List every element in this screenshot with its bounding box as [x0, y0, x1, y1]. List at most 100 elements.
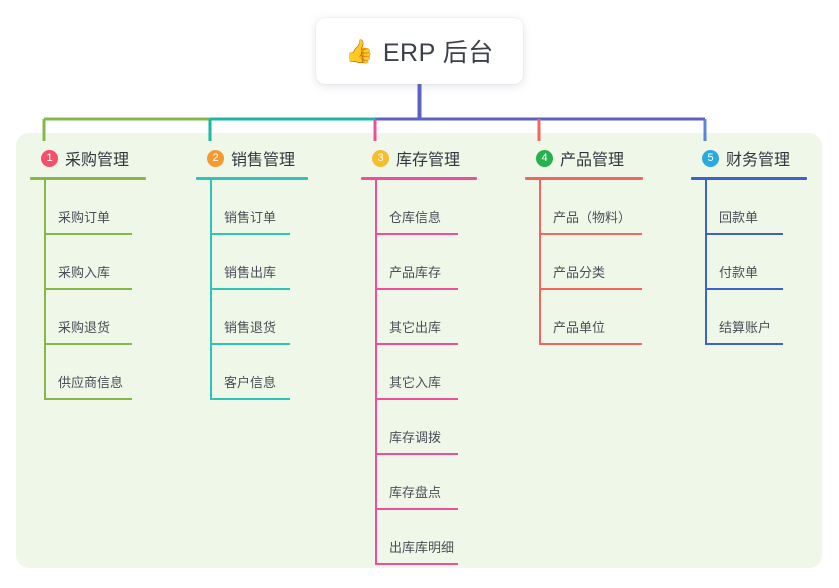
leaf-item[interactable]: 出库库明细	[361, 510, 477, 565]
leaf-item[interactable]: 产品分类	[525, 235, 643, 290]
leaf-item-underline	[44, 233, 132, 235]
leaf-item-label: 产品（物料）	[553, 210, 632, 225]
branch-title-2: 销售管理	[231, 152, 296, 169]
branch-rule-4	[525, 177, 643, 180]
branch-badge-4: 4	[536, 149, 553, 167]
branch-items-1: 采购订单采购入库采购退货供应商信息	[30, 180, 146, 400]
leaf-item[interactable]: 库存盘点	[361, 455, 477, 510]
branch-spine-1	[44, 180, 46, 400]
leaf-item[interactable]: 采购入库	[30, 235, 146, 290]
leaf-item-underline	[44, 288, 132, 290]
leaf-item-underline	[375, 508, 458, 510]
root-node-erp-backend[interactable]: 👍 ERP 后台	[316, 18, 523, 84]
branch-title-5: 财务管理	[726, 152, 791, 169]
leaf-item-underline	[539, 233, 642, 235]
leaf-item[interactable]: 销售出库	[196, 235, 308, 290]
leaf-item-label: 销售退货	[224, 320, 277, 335]
leaf-item-label: 采购入库	[58, 265, 111, 280]
leaf-item-label: 回款单	[719, 210, 759, 225]
branch-rule-2	[196, 177, 308, 180]
branch-rule-1	[30, 177, 146, 180]
branch-header-1[interactable]: 1 采购管理	[30, 145, 146, 171]
leaf-item-underline	[375, 288, 458, 290]
branch-spine-2	[210, 180, 212, 400]
branch-column-3: 3 库存管理仓库信息产品库存其它出库其它入库库存调拨库存盘点出库库明细	[361, 145, 477, 565]
diagram-background-panel	[16, 133, 822, 568]
leaf-item-underline	[44, 398, 132, 400]
branch-column-5: 5 财务管理回款单付款单结算账户	[691, 145, 807, 345]
leaf-item-underline	[375, 343, 458, 345]
branch-title-1: 采购管理	[65, 152, 130, 169]
branch-spine-3	[375, 180, 377, 565]
leaf-item-underline	[210, 398, 290, 400]
leaf-item-label: 销售出库	[224, 265, 277, 280]
branch-header-5[interactable]: 5 财务管理	[691, 145, 807, 171]
leaf-item-label: 销售订单	[224, 210, 277, 225]
leaf-item-label: 供应商信息	[58, 375, 124, 390]
branch-spine-4	[539, 180, 541, 345]
branch-items-5: 回款单付款单结算账户	[691, 180, 807, 345]
leaf-item[interactable]: 产品库存	[361, 235, 477, 290]
leaf-item-underline	[375, 563, 458, 565]
leaf-item[interactable]: 其它入库	[361, 345, 477, 400]
leaf-item-underline	[375, 398, 458, 400]
leaf-item-underline	[705, 288, 783, 290]
leaf-item-underline	[705, 343, 783, 345]
leaf-item-label: 其它出库	[389, 320, 442, 335]
leaf-item-label: 产品分类	[553, 265, 606, 280]
branch-badge-1: 1	[41, 149, 58, 167]
branch-badge-2: 2	[207, 149, 224, 167]
leaf-item-underline	[539, 343, 642, 345]
leaf-item[interactable]: 销售退货	[196, 290, 308, 345]
leaf-item-underline	[705, 233, 783, 235]
leaf-item[interactable]: 客户信息	[196, 345, 308, 400]
leaf-item-label: 结算账户	[719, 320, 772, 335]
leaf-item-label: 产品库存	[389, 265, 442, 280]
branch-items-2: 销售订单销售出库销售退货客户信息	[196, 180, 308, 400]
branch-items-4: 产品（物料） 产品分类产品单位	[525, 180, 643, 345]
leaf-item-label: 库存调拨	[389, 430, 442, 445]
leaf-item[interactable]: 付款单	[691, 235, 807, 290]
leaf-item-label: 产品单位	[553, 320, 606, 335]
leaf-item-label: 出库库明细	[389, 540, 455, 555]
branch-column-2: 2 销售管理销售订单销售出库销售退货客户信息	[196, 145, 308, 400]
leaf-item-underline	[210, 288, 290, 290]
leaf-item-underline	[375, 233, 458, 235]
leaf-item-label: 采购订单	[58, 210, 111, 225]
leaf-item[interactable]: 采购退货	[30, 290, 146, 345]
leaf-item-label: 库存盘点	[389, 485, 442, 500]
leaf-item[interactable]: 销售订单	[196, 180, 308, 235]
leaf-item-underline	[539, 288, 642, 290]
branch-badge-5: 5	[702, 149, 719, 167]
branch-badge-3: 3	[372, 149, 389, 167]
branch-header-3[interactable]: 3 库存管理	[361, 145, 477, 171]
leaf-item[interactable]: 结算账户	[691, 290, 807, 345]
leaf-item[interactable]: 库存调拨	[361, 400, 477, 455]
leaf-item-label: 其它入库	[389, 375, 442, 390]
leaf-item[interactable]: 其它出库	[361, 290, 477, 345]
branch-column-1: 1 采购管理采购订单采购入库采购退货供应商信息	[30, 145, 146, 400]
branch-header-2[interactable]: 2 销售管理	[196, 145, 308, 171]
leaf-item-underline	[375, 453, 458, 455]
branch-title-3: 库存管理	[396, 152, 461, 169]
leaf-item[interactable]: 产品（物料）	[525, 180, 643, 235]
leaf-item-underline	[44, 343, 132, 345]
branch-rule-3	[361, 177, 477, 180]
root-node-label: ERP 后台	[382, 39, 494, 67]
leaf-item-underline	[210, 233, 290, 235]
thumbs-up-icon: 👍	[345, 37, 374, 64]
leaf-item[interactable]: 采购订单	[30, 180, 146, 235]
branch-spine-5	[705, 180, 707, 345]
leaf-item[interactable]: 仓库信息	[361, 180, 477, 235]
leaf-item[interactable]: 产品单位	[525, 290, 643, 345]
branch-rule-5	[691, 177, 807, 180]
branch-items-3: 仓库信息产品库存其它出库其它入库库存调拨库存盘点出库库明细	[361, 180, 477, 565]
leaf-item[interactable]: 供应商信息	[30, 345, 146, 400]
leaf-item[interactable]: 回款单	[691, 180, 807, 235]
root-node-content: 👍 ERP 后台	[345, 33, 494, 69]
leaf-item-underline	[210, 343, 290, 345]
leaf-item-label: 采购退货	[58, 320, 111, 335]
